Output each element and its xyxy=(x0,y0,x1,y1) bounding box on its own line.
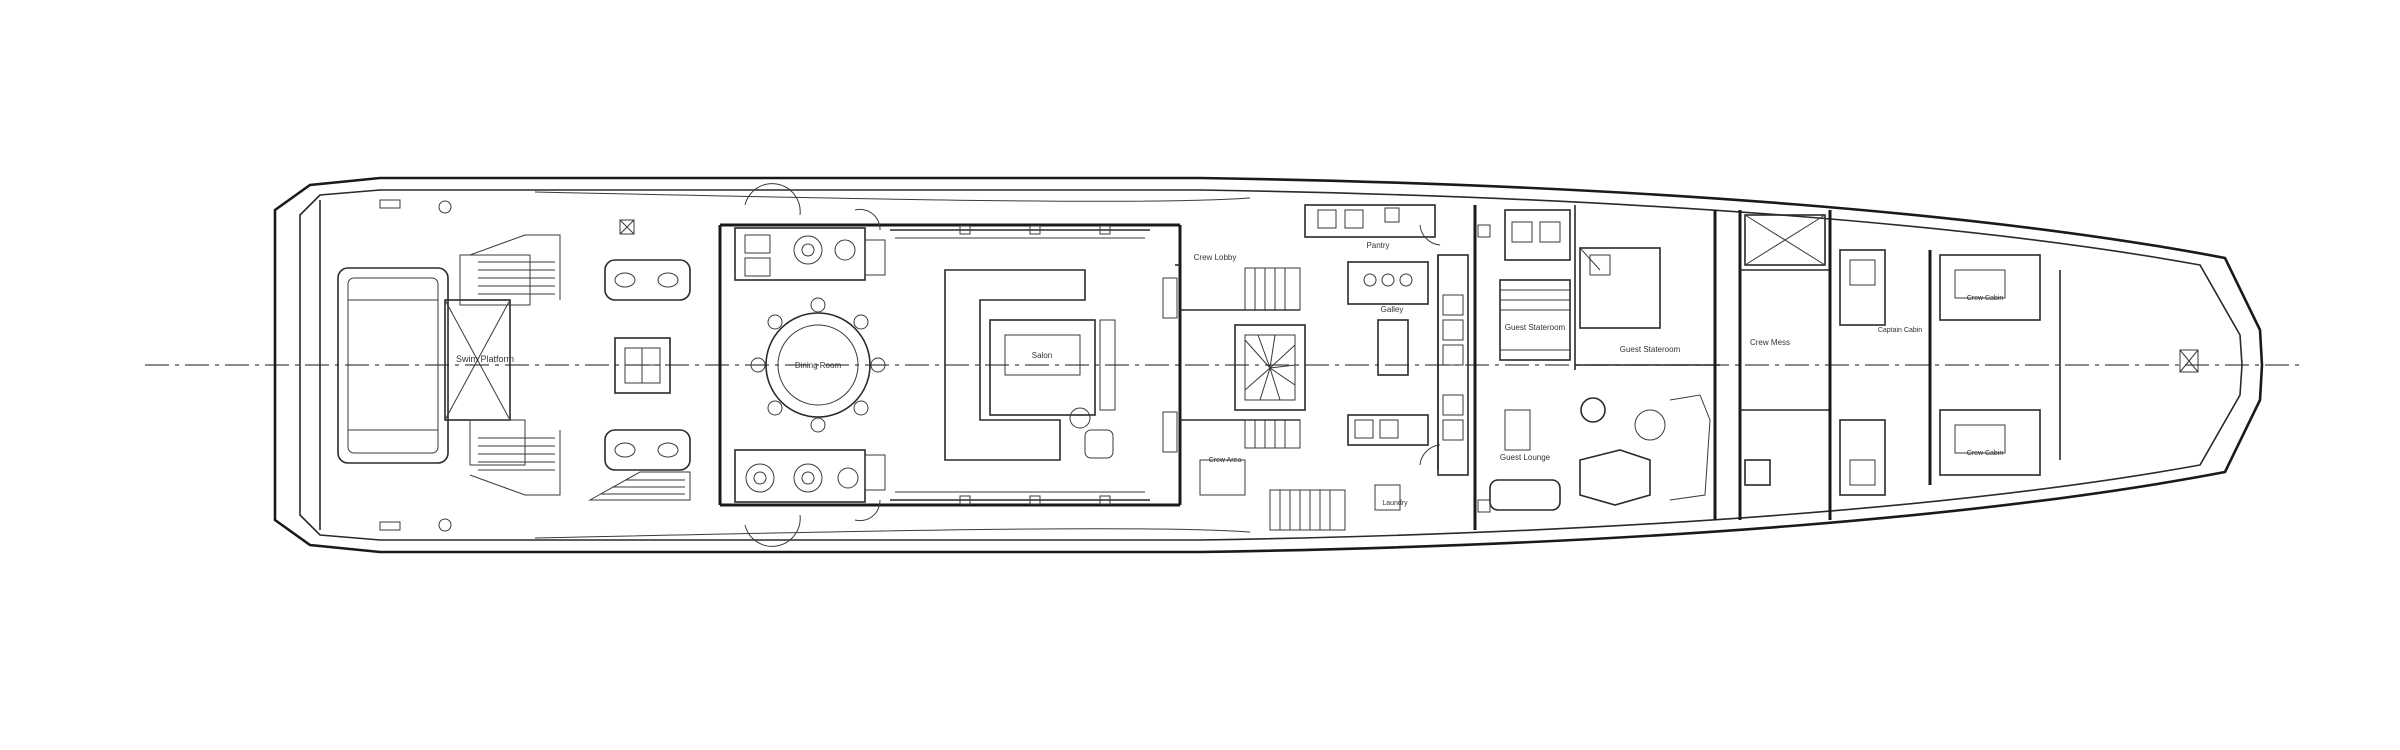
crew-mess-label: Crew Mess xyxy=(1750,338,1790,347)
bar-units xyxy=(734,227,886,503)
main-salon-walls xyxy=(718,183,1180,547)
crew-quarters-fwd: Crew Mess Captain Cabin xyxy=(1713,210,1932,520)
crew-cabins-fwd: Crew Cabin Crew Cabin xyxy=(1939,254,2199,476)
guest-area: Guest Stateroom Guest Stateroom Guest Lo… xyxy=(1473,205,1720,530)
salon-area: Salon xyxy=(890,225,1150,505)
salon-label: Salon xyxy=(1032,351,1052,360)
guest-stateroom-2-label: Guest Stateroom xyxy=(1620,345,1681,354)
pantry-label: Pantry xyxy=(1366,241,1389,250)
dining-room-label: Dining Room xyxy=(795,361,842,370)
galley: Pantry Galley Laundry xyxy=(1304,204,1469,511)
crew-lobby-label: Crew Lobby xyxy=(1194,253,1237,262)
hull-outline xyxy=(273,176,2264,554)
midship-section: Crew Lobby Crew Area xyxy=(1162,225,1346,531)
laundry-label: Laundry xyxy=(1382,500,1408,507)
dining-area: Dining Room xyxy=(750,297,886,433)
guest-lounge-label: Guest Lounge xyxy=(1500,453,1551,462)
guest-stateroom-label: Guest Stateroom xyxy=(1505,323,1566,332)
crew-cabin-fwd-label: Crew Cabin xyxy=(1967,295,2004,302)
aft-cockpit xyxy=(588,219,691,501)
aft-deck: Swim Platform xyxy=(319,199,561,532)
galley-label: Galley xyxy=(1381,305,1404,314)
crew-cabin-aft-label: Crew Cabin xyxy=(1967,450,2004,457)
captain-cabin-label: Captain Cabin xyxy=(1878,327,1922,334)
swim-platform-label: Swim Platform xyxy=(456,354,514,364)
